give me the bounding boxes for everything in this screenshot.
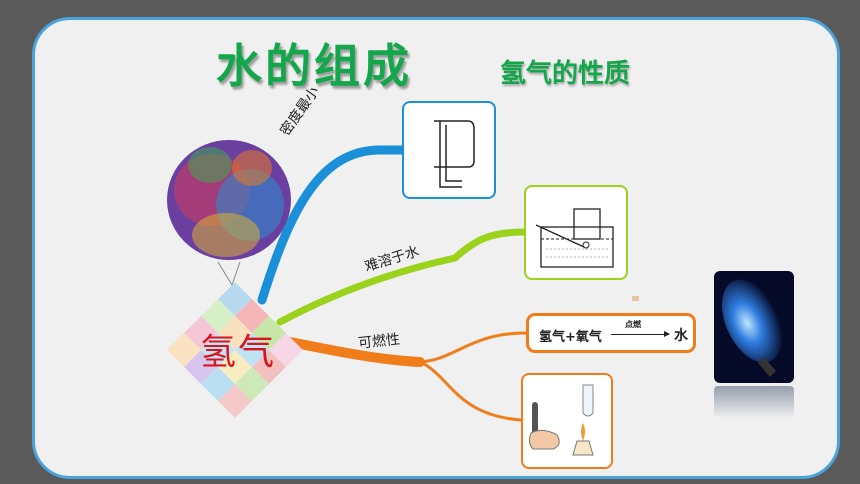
gas-collection-diagram (434, 120, 475, 188)
center-node-label: 氢气 (199, 332, 276, 373)
small-marker (632, 296, 639, 301)
slide-card (32, 17, 840, 479)
solubility-diagram-box (524, 185, 628, 280)
page-subtitle: 氢气的性质 (500, 59, 631, 89)
density-diagram-box (402, 101, 496, 199)
equation-reactants: 氢气+氧气 (539, 330, 602, 345)
combustion-equation-box: 氢气+氧气 点燃 水 (526, 313, 696, 353)
branch-density-line (257, 145, 407, 305)
balloon-cluster-image (167, 140, 291, 286)
branch-solubility-line (276, 228, 528, 326)
branch-flammable-line (285, 337, 425, 367)
hydrogen-flame-image (714, 271, 794, 383)
equation-condition: 点燃 (625, 320, 641, 329)
reaction-arrow-icon (611, 331, 670, 337)
page-title: 水的组成 (216, 39, 412, 93)
equation-product: 水 (674, 328, 688, 344)
purity-test-box (521, 373, 613, 469)
water-displacement-diagram (535, 208, 614, 268)
flame-reflection (714, 386, 794, 418)
purity-test-diagram (528, 384, 594, 456)
